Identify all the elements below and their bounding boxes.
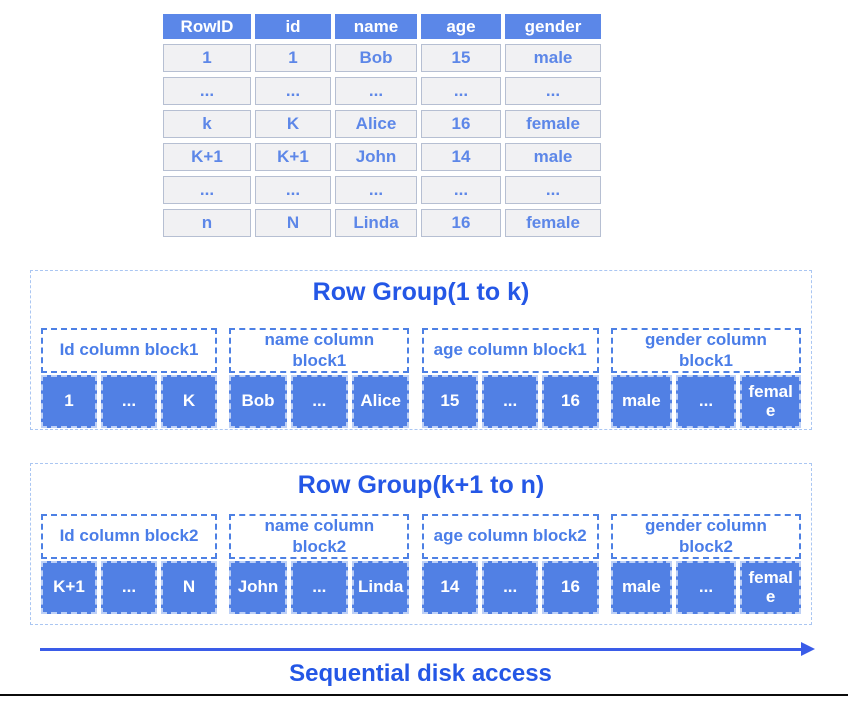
column-block-cell: K+1 [41,561,97,614]
column-block-cell: John [229,561,287,614]
column-block-cells: Bob...Alice [229,375,410,428]
table-header-cell: gender [505,14,601,39]
column-block-cell: ... [290,375,348,428]
column-block-cell: ... [481,561,539,614]
table-header-cell: RowID [163,14,251,39]
column-block-cells: 15...16 [421,375,599,428]
column-block-cell: 16 [542,561,599,614]
table-cell: ... [255,77,331,105]
column-block-cell: N [161,561,217,614]
row-group-1-title: Row Group(1 to k) [312,278,530,306]
table-cell: male [505,143,601,171]
table-cell: ... [163,77,251,105]
table-cell: k [163,110,251,138]
column-block-cell: female [740,375,801,428]
table-cell: 15 [421,44,501,72]
table-cell: ... [255,176,331,204]
column-block-label: name column block1 [229,328,410,373]
table-cell: ... [335,77,417,105]
column-block-label: age column block2 [421,514,599,559]
table-cell: 16 [421,110,501,138]
column-block-label: name column block2 [229,514,410,559]
table-cell: Alice [335,110,417,138]
column-block-cell: K [161,375,217,428]
table-cell: female [505,209,601,237]
column-block-cells: K+1...N [41,561,217,614]
column-block-cell: ... [481,375,539,428]
column-block-cell: male [610,375,672,428]
table-cell: ... [505,176,601,204]
column-block-cells: 1...K [41,375,217,428]
column-block-cells: 14...16 [421,561,599,614]
column-block-label: gender column block1 [610,328,801,373]
column-block-cell: ... [675,375,737,428]
column-block-cell: male [610,561,672,614]
column-block-cell: 15 [421,375,478,428]
column-block-cell: 14 [421,561,478,614]
table-cell: Bob [335,44,417,72]
column-block-cell: 1 [41,375,97,428]
table-header-cell: id [255,14,331,39]
column-block-cells: John...Linda [229,561,410,614]
column-block-cell: ... [675,561,737,614]
table-cell: K [255,110,331,138]
column-block-cell: ... [101,375,157,428]
table-cell: 16 [421,209,501,237]
table-cell: ... [335,176,417,204]
table-cell: ... [505,77,601,105]
table-cell: 14 [421,143,501,171]
arrow-label: Sequential disk access [289,660,552,687]
table-cell: N [255,209,331,237]
table-cell: K+1 [255,143,331,171]
table-cell: ... [163,176,251,204]
row-group-2-title: Row Group(k+1 to n) [297,471,545,499]
table-cell: 1 [255,44,331,72]
column-block-cell: 16 [542,375,599,428]
table-header-cell: age [421,14,501,39]
column-block-cell: ... [101,561,157,614]
sequential-disk-access: Sequential disk access [40,642,815,688]
column-block-cell: female [740,561,801,614]
table-cell: ... [421,176,501,204]
table-cell: Linda [335,209,417,237]
table-cell: John [335,143,417,171]
column-block-cell: ... [290,561,348,614]
bottom-border-line [0,694,848,696]
table-cell: 1 [163,44,251,72]
table-cell: ... [421,77,501,105]
column-block-label: gender column block2 [610,514,801,559]
table-cell: female [505,110,601,138]
column-block-cell: Linda [351,561,410,614]
column-block-label: age column block1 [421,328,599,373]
table-cell: n [163,209,251,237]
column-block-label: Id column block2 [41,514,217,559]
table-cell: male [505,44,601,72]
column-block-cell: Bob [229,375,287,428]
column-block-label: Id column block1 [41,328,217,373]
right-arrow [40,642,815,656]
arrowhead-icon [801,642,815,656]
column-block-cells: male...female [610,375,801,428]
column-block-cell: Alice [351,375,410,428]
column-block-cells: male...female [610,561,801,614]
table-header-cell: name [335,14,417,39]
table-cell: K+1 [163,143,251,171]
